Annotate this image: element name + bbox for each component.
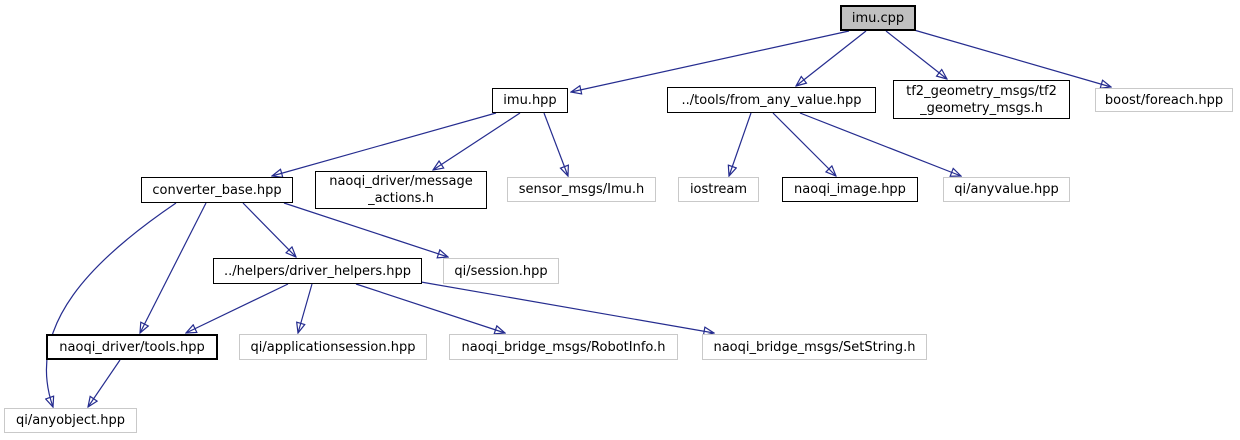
- edge-tools-anyobject: [88, 359, 121, 407]
- node-sensor_imu: sensor_msgs/Imu.h: [507, 177, 656, 202]
- node-imu_cpp: imu.cpp: [840, 5, 916, 31]
- edge-converter_base-driver_helpers: [242, 202, 296, 257]
- edge-imu_cpp-from_any_value: [796, 30, 867, 86]
- edge-driver_helpers-setstring: [420, 281, 714, 333]
- node-message_actions[interactable]: naoqi_driver/message _actions.h: [315, 171, 487, 209]
- node-iostream: iostream: [678, 177, 759, 202]
- node-label-line: _actions.h: [368, 191, 434, 206]
- edge-converter_base-tools: [140, 202, 207, 333]
- node-label-line: qi/anyobject.hpp: [15, 413, 126, 428]
- node-setstring: naoqi_bridge_msgs/SetString.h: [702, 334, 927, 360]
- node-label-line: sensor_msgs/Imu.h: [518, 182, 645, 197]
- node-label-line: _geometry_msgs.h: [920, 100, 1043, 116]
- edge-driver_helpers-robotinfo: [355, 283, 505, 333]
- edge-imu_hpp-message_actions: [433, 112, 521, 170]
- node-label-line: qi/applicationsession.hpp: [250, 339, 416, 355]
- node-label-line: iostream: [689, 182, 748, 197]
- edge-from_any_value-naoqi_image: [772, 112, 836, 176]
- node-boost_foreach: boost/foreach.hpp: [1095, 88, 1233, 112]
- node-label-line: naoqi_driver/tools.hpp: [59, 339, 205, 355]
- edge-imu_cpp-boost_foreach: [913, 29, 1111, 87]
- node-label-line: qi/session.hpp: [454, 263, 548, 279]
- node-label-line: imu.cpp: [851, 10, 905, 26]
- node-label-line: naoqi_bridge_msgs/SetString.h: [713, 339, 916, 355]
- node-label-line: naoqi_bridge_msgs/RobotInfo.h: [461, 339, 666, 355]
- node-tools[interactable]: naoqi_driver/tools.hpp: [46, 334, 218, 360]
- node-label-line: qi/anyvalue.hpp: [954, 182, 1059, 197]
- edge-imu_hpp-sensor_imu: [543, 112, 568, 176]
- node-from_any_value[interactable]: ../tools/from_any_value.hpp: [667, 87, 876, 113]
- node-session: qi/session.hpp: [443, 258, 559, 284]
- node-anyobject: qi/anyobject.hpp: [4, 408, 137, 433]
- edge-imu_hpp-converter_base: [272, 112, 497, 176]
- node-label-line: boost/foreach.hpp: [1104, 92, 1224, 108]
- edge-imu_cpp-imu_hpp: [571, 30, 850, 92]
- node-label-line: naoqi_image.hpp: [794, 182, 906, 197]
- edge-imu_cpp-tf2_geometry_msgs: [885, 30, 947, 79]
- node-anyvalue: qi/anyvalue.hpp: [943, 177, 1070, 202]
- node-applicationsession: qi/applicationsession.hpp: [239, 334, 427, 360]
- node-label-line: ../tools/from_any_value.hpp: [681, 92, 862, 108]
- node-label-line: tf2_geometry_msgs/tf2: [906, 83, 1057, 99]
- node-tf2_geometry_msgs[interactable]: tf2_geometry_msgs/tf2_geometry_msgs.h: [893, 80, 1070, 119]
- edge-converter_base-session: [283, 202, 448, 257]
- node-imu_hpp[interactable]: imu.hpp: [492, 88, 568, 113]
- edge-from_any_value-iostream: [729, 112, 752, 176]
- node-driver_helpers[interactable]: ../helpers/driver_helpers.hpp: [213, 258, 422, 284]
- edge-driver_helpers-applicationsession: [298, 283, 313, 333]
- node-converter_base[interactable]: converter_base.hpp: [141, 177, 293, 203]
- node-label-line: converter_base.hpp: [152, 182, 282, 198]
- node-label-line: ../helpers/driver_helpers.hpp: [223, 263, 412, 279]
- edge-from_any_value-anyvalue: [799, 112, 961, 176]
- edge-converter_base-anyobject: [46, 202, 177, 407]
- node-robotinfo: naoqi_bridge_msgs/RobotInfo.h: [449, 334, 678, 360]
- node-label-line: imu.hpp: [503, 93, 557, 108]
- edge-driver_helpers-tools: [186, 283, 289, 333]
- node-label-line: naoqi_driver/message: [329, 174, 473, 189]
- node-naoqi_image[interactable]: naoqi_image.hpp: [782, 177, 918, 202]
